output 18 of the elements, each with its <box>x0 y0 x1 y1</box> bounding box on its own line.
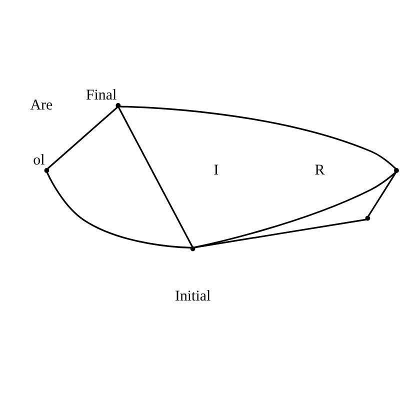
label: I <box>214 162 219 178</box>
node-point <box>44 168 50 172</box>
connector <box>118 106 194 247</box>
node-label: Initial <box>175 288 211 304</box>
connector <box>120 105 396 169</box>
label: R <box>314 162 325 178</box>
node-label: Final <box>86 86 117 103</box>
node-point <box>394 168 399 172</box>
connector <box>47 106 118 169</box>
node-point <box>116 102 121 108</box>
node-point <box>365 215 370 220</box>
connector <box>368 171 397 216</box>
connector <box>194 171 396 248</box>
label: Are <box>30 96 53 113</box>
connector <box>46 172 192 248</box>
connector <box>194 218 366 248</box>
node-point <box>190 246 196 251</box>
node-label: ol <box>33 152 45 168</box>
